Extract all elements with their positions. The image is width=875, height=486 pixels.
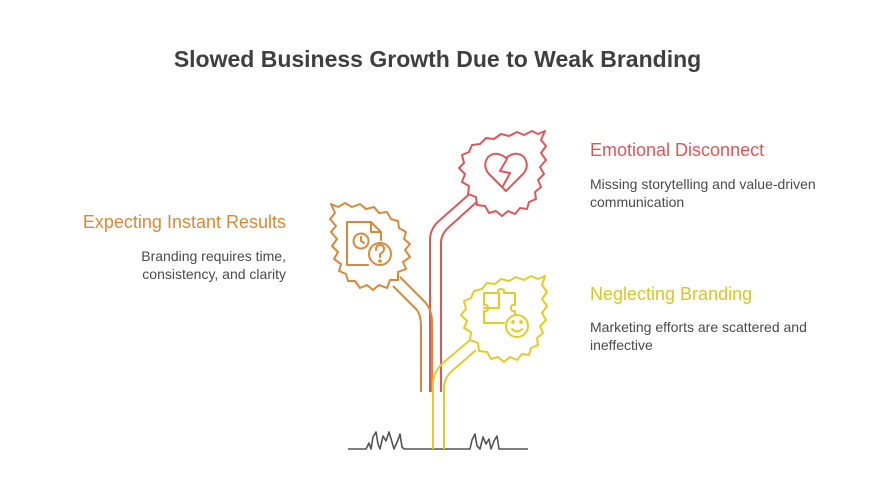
instant-results-title: Expecting Instant Results bbox=[82, 212, 286, 232]
instant-results-description: Branding requires time, consistency, and… bbox=[141, 248, 286, 282]
neglecting-branding-title: Neglecting Branding bbox=[590, 284, 753, 304]
stem-red-inner bbox=[440, 198, 481, 392]
emotional-disconnect-description: Missing storytelling and value-driven co… bbox=[590, 176, 816, 210]
page-title: Slowed Business Growth Due to Weak Brand… bbox=[173, 46, 702, 72]
neglecting-branding-description: Marketing efforts are scattered and inef… bbox=[590, 319, 807, 353]
stem-orange-inner bbox=[392, 285, 422, 392]
ground-grass bbox=[348, 431, 528, 450]
leaf-orange bbox=[329, 202, 411, 291]
leaf-red bbox=[458, 130, 547, 217]
broken-heart-icon bbox=[484, 152, 528, 192]
stem-orange bbox=[399, 276, 433, 392]
stem-red bbox=[429, 189, 475, 392]
stem-yellow bbox=[432, 339, 471, 449]
emotional-disconnect-title: Emotional Disconnect bbox=[590, 140, 765, 160]
clock-question-icon bbox=[346, 221, 392, 266]
stem-yellow-inner bbox=[443, 349, 477, 449]
puzzle-face-icon bbox=[483, 288, 529, 338]
leaf-yellow bbox=[460, 275, 548, 363]
